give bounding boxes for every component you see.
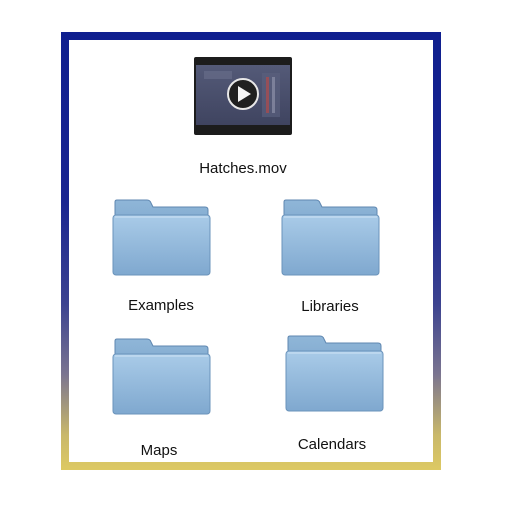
calendars-folder-icon	[285, 335, 384, 412]
calendars-folder-label[interactable]: Calendars	[297, 436, 367, 453]
maps-folder-icon	[112, 338, 211, 415]
libraries-folder-icon	[281, 199, 380, 276]
maps-folder-label[interactable]: Maps	[140, 442, 178, 459]
folder-icon[interactable]	[282, 334, 386, 414]
folder-icon[interactable]	[278, 198, 382, 278]
movie-file-icon[interactable]	[194, 57, 292, 135]
examples-folder-label[interactable]: Examples	[128, 297, 194, 314]
finder-window-frame: Hatches.mov Examples	[61, 32, 441, 470]
finder-icon-view: Hatches.mov Examples	[69, 40, 433, 462]
examples-folder-icon	[112, 199, 211, 276]
folder-icon[interactable]	[109, 337, 213, 417]
folder-icon[interactable]	[109, 198, 213, 278]
movie-thumbnail	[194, 57, 292, 135]
libraries-folder-label[interactable]: Libraries	[301, 298, 359, 315]
movie-file-label[interactable]: Hatches.mov	[199, 160, 287, 177]
